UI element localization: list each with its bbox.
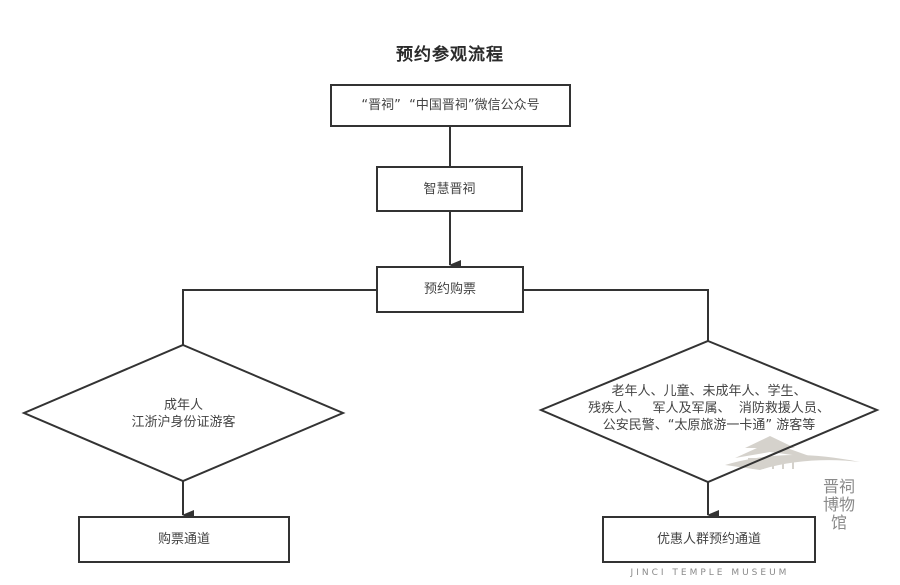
node-smart bbox=[376, 166, 523, 212]
edge-booking-discount bbox=[523, 289, 709, 341]
node-discount-channel bbox=[602, 516, 816, 563]
label-booking: 预约购票 bbox=[423, 282, 476, 297]
node-wechat bbox=[330, 84, 571, 127]
watermark-name-en: JINCI TEMPLE MUSEUM bbox=[630, 568, 790, 578]
edge-booking-adult bbox=[182, 289, 377, 345]
label-discount-channel: 优惠人群预约通道 bbox=[656, 532, 761, 547]
node-discount bbox=[538, 339, 880, 484]
watermark-pavilion-icon bbox=[725, 436, 860, 470]
node-booking bbox=[376, 266, 524, 313]
label-smart: 智慧晋祠 bbox=[423, 182, 476, 197]
node-ticket-channel bbox=[78, 516, 290, 563]
diagram-title: 预约参观流程 bbox=[396, 45, 504, 65]
watermark-name-cn: 晋祠博物馆 bbox=[822, 477, 855, 532]
label-ticket-channel: 购票通道 bbox=[157, 532, 210, 547]
label-adult: 成年人 江浙沪身份证游客 bbox=[131, 398, 236, 430]
label-discount: 老年人、儿童、未成年人、学生、 残疾人、 军人及军属、 消防救援人员、 公安民警… bbox=[588, 384, 830, 433]
node-adult bbox=[21, 343, 346, 483]
label-wechat: “晋祠” “中国晋祠”微信公众号 bbox=[361, 98, 540, 113]
